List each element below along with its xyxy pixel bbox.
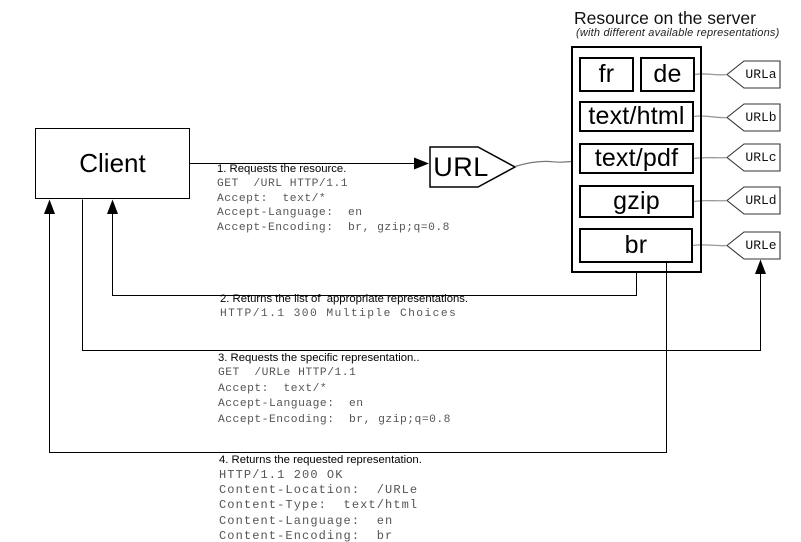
client-box: Client: [35, 128, 190, 199]
representation-box-textpdf: text/pdf: [579, 143, 694, 174]
step4-block: 4. Returns the requested representation.…: [219, 454, 422, 542]
step3-block: 3. Requests the specific representation.…: [218, 352, 451, 428]
url-tag-label-d: URLd: [745, 193, 777, 208]
step1-line-4: Accept-Encoding: br, gzip;q=0.8: [217, 221, 450, 234]
step4-line-4: Content-Language: en: [219, 513, 394, 528]
url-tag-shape-e: [726, 231, 781, 260]
representation-label-br: br: [624, 231, 648, 259]
resource-box: [571, 46, 702, 273]
representation-label-de: de: [653, 60, 682, 88]
url-tag-label-a: URLa: [745, 67, 777, 82]
step4-line-1: HTTP/1.1 200 OK: [219, 468, 344, 482]
connector-br-to-urle: [692, 244, 728, 247]
step3-line-4: Accept-Encoding: br, gzip;q=0.8: [218, 413, 451, 426]
resource-subtitle: (with different available representation…: [576, 27, 780, 39]
connector-de-to-urla: [694, 73, 728, 76]
arrowhead-up-icon: [44, 199, 55, 214]
representation-label-textpdf: text/pdf: [594, 144, 679, 172]
connector-textpdf-to-urlc: [693, 156, 728, 160]
step3-line-1: GET /URLe HTTP/1.1: [218, 367, 357, 379]
representation-label-gzip: gzip: [613, 187, 660, 215]
url-node-label: URL: [433, 151, 489, 182]
arrowhead-right-icon: [414, 157, 429, 170]
representation-box-de: de: [640, 57, 695, 92]
arrow-step4-return: [44, 199, 668, 454]
representation-box-fr: fr: [579, 57, 634, 92]
step3-line-3: Accept-Language: en: [218, 398, 364, 411]
url-tag-shape-a: [726, 60, 781, 89]
step1-heading: 1. Requests the resource.: [217, 163, 347, 175]
connector-gzip-to-urld: [693, 199, 728, 203]
url-tag-label-c: URLc: [745, 150, 777, 165]
step1-block: 1. Requests the resource. GET /URL HTTP/…: [217, 163, 450, 235]
representation-label-fr: fr: [598, 60, 615, 88]
url-node-shape: [429, 146, 517, 188]
arrowhead-up-icon: [107, 199, 118, 214]
url-tag-shape-b: [726, 103, 781, 132]
representation-box-br: br: [579, 228, 693, 263]
client-label: Client: [79, 148, 146, 178]
url-tag-label-b: URLb: [745, 110, 777, 125]
step4-heading: 4. Returns the requested representation.: [219, 454, 422, 466]
connector-url-to-resource: [514, 160, 572, 168]
step3-line-2: Accept: text/*: [218, 382, 328, 395]
step4-line-3: Content-Type: text/html: [219, 498, 419, 513]
step1-line-3: Accept-Language: en: [217, 207, 363, 220]
representation-box-gzip: gzip: [579, 185, 694, 218]
arrow-step3-request: [81, 199, 766, 352]
url-tag-shape-d: [726, 186, 781, 215]
representation-box-texthtml: text/html: [579, 101, 694, 132]
arrow-step2-return: [107, 199, 638, 297]
step4-line-5: Content-Encoding: br: [219, 528, 394, 542]
step3-heading: 3. Requests the specific representation.…: [218, 352, 420, 364]
step2-line-1: HTTP/1.1 300 Multiple Choices: [220, 308, 458, 320]
step1-line-1: GET /URL HTTP/1.1: [217, 178, 349, 190]
step1-line-2: Accept: text/*: [217, 192, 327, 205]
url-tag-shape-c: [726, 143, 781, 172]
representation-label-texthtml: text/html: [588, 102, 685, 130]
step2-block: 2. Returns the list of appropriate repre…: [220, 293, 468, 322]
arrow-step1-request: [190, 157, 429, 170]
resource-title: Resource on the server: [574, 8, 756, 28]
connector-texthtml-to-urlb: [693, 115, 728, 119]
step2-heading: 2. Returns the list of appropriate repre…: [220, 293, 469, 305]
arrowhead-up-icon: [755, 259, 766, 274]
step4-line-2: Content-Location: /URLe: [219, 483, 419, 498]
url-tag-label-e: URLe: [745, 238, 777, 253]
